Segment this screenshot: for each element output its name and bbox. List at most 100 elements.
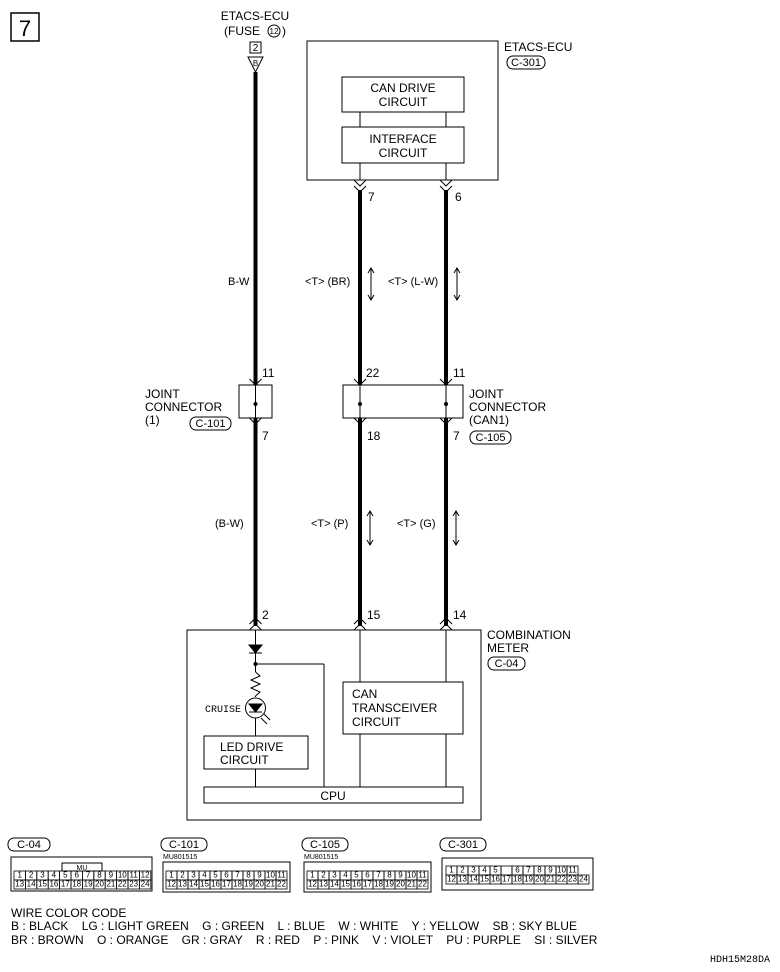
etacs-ecu-connector: C-301 [511, 57, 541, 69]
pin-number: 10 [266, 871, 275, 880]
can-drive-line2: CIRCUIT [379, 95, 428, 109]
pin-number: 20 [255, 880, 264, 889]
pin-number: 20 [396, 880, 405, 889]
jcc-line2: CONNECTOR [469, 400, 546, 414]
jcc-line1: JOINT [469, 387, 504, 401]
c101-part: MU801515 [163, 854, 197, 861]
wire-color-legend: WIRE COLOR CODE B : BLACK LG : LIGHT GRE… [11, 906, 598, 947]
pin-number: 24 [579, 875, 588, 884]
pin-number: 17 [61, 880, 70, 889]
legend-line1: B : BLACK LG : LIGHT GREEN G : GREEN L :… [11, 919, 577, 933]
upper-left-wire-color: B-W [228, 276, 250, 288]
pin-number: 17 [222, 880, 231, 889]
jc1-pin-bottom: 7 [262, 429, 269, 443]
pin-number: 22 [277, 880, 286, 889]
jcc-line3: (CAN1) [469, 413, 509, 427]
jcc-pin-bottom-right: 7 [453, 429, 460, 443]
jc1-line1: JOINT [145, 387, 180, 401]
diagram-code: HDH15M28DA [710, 955, 770, 966]
pin-number: 8 [97, 871, 102, 880]
pin-number: 18 [513, 875, 522, 884]
pin-number: 12 [447, 875, 456, 884]
lower-mid-wire-label: <T> (P) [311, 518, 348, 530]
signal-arrows-upper [367, 267, 461, 301]
pin-number: 3 [191, 871, 196, 880]
pin-number: 9 [398, 871, 403, 880]
pin-number: 1 [449, 866, 454, 875]
pin-number: 7 [86, 871, 91, 880]
joint-connector-1: 11 7 JOINT CONNECTOR (1) C-101 [145, 366, 275, 443]
etacs-ecu-block: ETACS-ECU C-301 CAN DRIVE CIRCUIT INTERF… [306, 40, 572, 181]
pin-number: 20 [95, 880, 104, 889]
pin-number: 8 [246, 871, 251, 880]
pin-cell [416, 879, 429, 890]
joint-connector-can1: 22 11 18 7 JOINT CONNECTOR (CAN1) C-105 [342, 366, 546, 445]
pin-number: 3 [471, 866, 476, 875]
signal-arrows-lower [366, 510, 460, 546]
pin-number: 24 [141, 880, 150, 889]
pin-number: 1 [17, 871, 22, 880]
pin-number: 18 [374, 880, 383, 889]
lower-left-wire-color: (B-W) [215, 518, 244, 530]
etacs-ecu-title: ETACS-ECU [504, 40, 572, 54]
pin-number: 22 [557, 875, 566, 884]
etacs-pin-right: 6 [455, 190, 462, 204]
meter-pin-mid: 15 [367, 608, 381, 622]
pin-number: 18 [72, 880, 81, 889]
pin-number: 12 [141, 871, 150, 880]
pin-number: 17 [363, 880, 372, 889]
pin-number: 4 [482, 866, 487, 875]
jc1-pin-top: 11 [262, 366, 275, 380]
pin-number: 11 [277, 871, 286, 880]
pin-number: 1 [310, 871, 315, 880]
meter-line1: COMBINATION [487, 628, 571, 642]
fuse-source: ETACS-ECU (FUSE 12 ) 2 B [221, 9, 289, 74]
pin-number: 12 [167, 880, 176, 889]
upper-mid-wire-label: <T> (BR) [305, 276, 350, 288]
meter-line2: METER [487, 641, 529, 655]
c105-label: C-105 [310, 839, 340, 851]
pin-number: 10 [118, 871, 127, 880]
pin-number: 1 [169, 871, 174, 880]
combination-meter-block: 2 15 14 COMBINATION METER C-04 [186, 608, 571, 821]
pin-number: 4 [343, 871, 348, 880]
pin-number: 14 [27, 880, 36, 889]
pin-number: 12 [308, 880, 317, 889]
fuse-pin: 2 [253, 43, 259, 54]
pin-number: 13 [15, 880, 24, 889]
pin-number: 7 [235, 871, 240, 880]
led-drive-line2: CIRCUIT [220, 753, 269, 767]
pin-number: 11 [418, 871, 427, 880]
etacs-pin-chevrons [353, 179, 453, 193]
jc1-line2: CONNECTOR [145, 400, 222, 414]
pin-number: 3 [332, 871, 337, 880]
jcc-pin-top-left: 22 [366, 366, 380, 380]
fuse-number: 12 [270, 27, 279, 36]
pin-number: 2 [460, 866, 465, 875]
interface-line1: INTERFACE [369, 132, 436, 146]
pin-number: 19 [524, 875, 533, 884]
pin-number: 21 [266, 880, 275, 889]
pin-number: 14 [330, 880, 339, 889]
pin-number: 19 [84, 880, 93, 889]
c301-label: C-301 [448, 839, 478, 851]
pin-number: 19 [244, 880, 253, 889]
fuse-source-close: ) [282, 24, 286, 38]
pin-number: 8 [537, 866, 542, 875]
cpu-label: CPU [320, 789, 345, 803]
meter-pin-right: 14 [453, 608, 467, 622]
pin-number: 2 [321, 871, 326, 880]
pin-number: 2 [180, 871, 185, 880]
pin-number: 5 [213, 871, 218, 880]
can-trans-line3: CIRCUIT [352, 715, 401, 729]
jcc-connector: C-105 [476, 432, 506, 444]
c04-label: C-04 [17, 839, 41, 851]
pin-number: 15 [38, 880, 47, 889]
pin-number: 5 [63, 871, 68, 880]
etacs-pin-left: 7 [368, 190, 375, 204]
pin-number: 6 [74, 871, 79, 880]
pin-cell [275, 879, 288, 890]
pin-number: 16 [49, 880, 58, 889]
